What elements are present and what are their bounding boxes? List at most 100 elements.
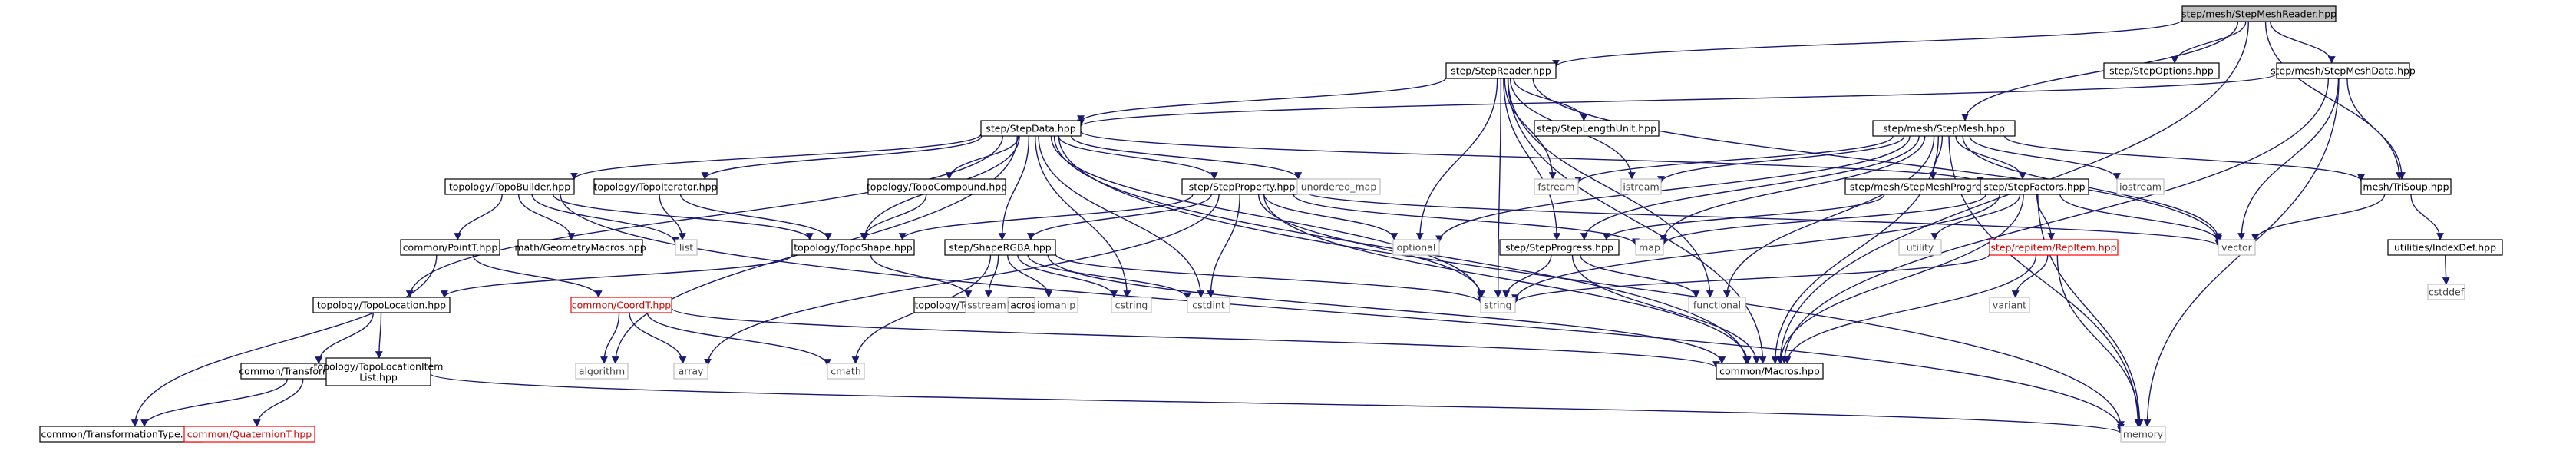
edge-stepmesh-to-stepfactors (1955, 135, 2026, 180)
node-cstdint: cstdint (1187, 297, 1230, 313)
node-label: step/mesh/StepMeshProgress.hpp (1850, 181, 2013, 193)
node-transformtype[interactable]: common/TransformationType.hpp (39, 426, 203, 443)
node-box (867, 178, 1006, 195)
node-box (312, 297, 451, 313)
node-label: mesh/TriSoup.hpp (2363, 181, 2449, 193)
edge-stepprogress-to-string (1502, 254, 1552, 298)
node-pointt[interactable]: common/PointT.hpp (400, 239, 500, 256)
node-box (1716, 363, 1824, 380)
edge-stepproperty-to-map (1293, 194, 1640, 247)
edge-stepmesh-to-fstream (1574, 135, 1894, 184)
node-box (183, 426, 315, 443)
node-stepproperty[interactable]: step/StepProperty.hpp (1181, 178, 1303, 195)
edge-meshdata-to-stepdata (1077, 73, 2277, 128)
node-label: List.hpp (359, 372, 398, 383)
edge-topobuilder-to-memory (560, 194, 2125, 432)
node-box (1534, 120, 1660, 137)
edge-meshdata-to-trisoup (2346, 78, 2406, 180)
node-topobuilder[interactable]: topology/TopoBuilder.hpp (444, 178, 575, 195)
edge-topobuilder-to-pointt (454, 194, 503, 240)
node-box (2120, 426, 2166, 443)
node-label: step/StepLengthUnit.hpp (1537, 123, 1656, 134)
node-indexdef[interactable]: utilities/IndexDef.hpp (2387, 239, 2503, 256)
edge-stepmesh-to-trisoup (2004, 135, 2365, 182)
edge-stepdata-to-topolocation (405, 135, 1003, 298)
edge-stepfactors-to-vector (2059, 194, 2222, 243)
node-geommacros[interactable]: math/GeometryMacros.hpp (514, 239, 646, 256)
node-topolocation[interactable]: topology/TopoLocation.hpp (312, 297, 451, 313)
edge-stepdata-to-cstdint (1038, 135, 1205, 298)
node-cstddef: cstddef (2427, 284, 2465, 300)
edge-root-to-meshdata (2270, 21, 2336, 64)
node-box (1034, 297, 1078, 313)
edge-shapergba-to-iomanip (1007, 254, 1053, 298)
node-label: topology/TopoCompound.hpp (867, 181, 1007, 193)
node-iomanip: iomanip (1034, 297, 1078, 313)
node-label: step/StepProperty.hpp (1189, 181, 1296, 193)
edge-root-to-stepmesh (1961, 21, 2239, 121)
node-label: topology/TopoIterator.hpp (594, 181, 718, 193)
node-stepmesh[interactable]: step/mesh/StepMesh.hpp (1872, 120, 2016, 137)
node-istream: istream (1620, 178, 1662, 195)
edge-reader-to-stepdata (1077, 77, 1447, 124)
node-trisoup[interactable]: mesh/TriSoup.hpp (2360, 178, 2452, 195)
edge-stepproperty-to-string (1257, 194, 1485, 298)
node-lengthunit[interactable]: step/StepLengthUnit.hpp (1534, 120, 1660, 137)
node-label: step/mesh/StepMesh.hpp (1883, 123, 2005, 134)
node-options[interactable]: step/StepOptions.hpp (2103, 62, 2220, 79)
edge-stepproperty-to-array (704, 194, 1220, 366)
node-label: math/GeometryMacros.hpp (514, 242, 646, 254)
edge-stepdata-to-unordered_map (1071, 135, 1303, 180)
node-stepfactors[interactable]: step/StepFactors.hpp (1980, 178, 2089, 195)
edge-shapergba-to-macros (1047, 254, 1726, 364)
node-label: step/repitem/RepItem.hpp (1990, 242, 2116, 254)
node-memory: memory (2120, 426, 2166, 443)
node-stepdata[interactable]: step/StepData.hpp (980, 120, 1082, 137)
node-quaterniont[interactable]: common/QuaternionT.hpp (183, 426, 315, 443)
node-topoiter[interactable]: topology/TopoIterator.hpp (593, 178, 718, 195)
node-topashape[interactable]: topology/TopoShape.hpp (791, 239, 915, 256)
node-label: array (679, 366, 704, 377)
node-box (1898, 239, 1942, 256)
node-topocompound[interactable]: topology/TopoCompound.hpp (867, 178, 1007, 195)
edge-stepdata-to-topoiter (701, 135, 983, 180)
node-label: step/mesh/StepMeshReader.hpp (2181, 8, 2337, 20)
node-repitem[interactable]: step/repitem/RepItem.hpp (1989, 239, 2119, 256)
node-label: utility (1907, 242, 1934, 254)
node-label: fstream (1537, 181, 1574, 193)
node-coordt[interactable]: common/CoordT.hpp (570, 297, 672, 313)
edge-stepmesh-to-stepprogress (1580, 135, 1920, 240)
edge-shapergba-to-cstring (1017, 254, 1118, 298)
node-shapergba[interactable]: step/ShapeRGBA.hpp (944, 239, 1056, 256)
node-reader[interactable]: step/StepReader.hpp (1445, 62, 1557, 79)
edge-stepfactors-to-repitem (2036, 194, 2056, 240)
node-macros[interactable]: common/Macros.hpp (1716, 363, 1824, 380)
node-label: topology/TopoLocation.hpp (317, 300, 446, 311)
node-label: string (1485, 300, 1512, 311)
node-functional: functional (1688, 297, 1746, 313)
node-label: optional (1397, 242, 1436, 254)
node-box (2427, 284, 2465, 300)
node-box (570, 297, 672, 313)
node-label: step/StepOptions.hpp (2109, 65, 2214, 77)
node-box (673, 363, 708, 380)
node-box (675, 239, 698, 256)
edge-coordt-to-cmath (646, 312, 831, 366)
node-box (791, 239, 915, 256)
edge-pointt-to-coordt (472, 254, 603, 298)
node-label: vector (2221, 242, 2253, 254)
node-list: list (675, 239, 698, 256)
node-stepprogress[interactable]: step/StepProgress.hpp (1499, 239, 1620, 256)
edge-reader-to-optional (1415, 78, 1498, 240)
node-iostream: iostream (2116, 178, 2165, 195)
node-box (325, 357, 431, 386)
node-label: iomanip (1037, 300, 1075, 311)
node-meshdata[interactable]: step/mesh/StepMeshData.hpp (2271, 62, 2416, 79)
node-box (575, 363, 629, 380)
node-box (827, 363, 865, 380)
edge-stepdata-to-cstring (1035, 135, 1131, 298)
node-box (2181, 5, 2337, 22)
node-label: cstdint (1192, 300, 1225, 311)
